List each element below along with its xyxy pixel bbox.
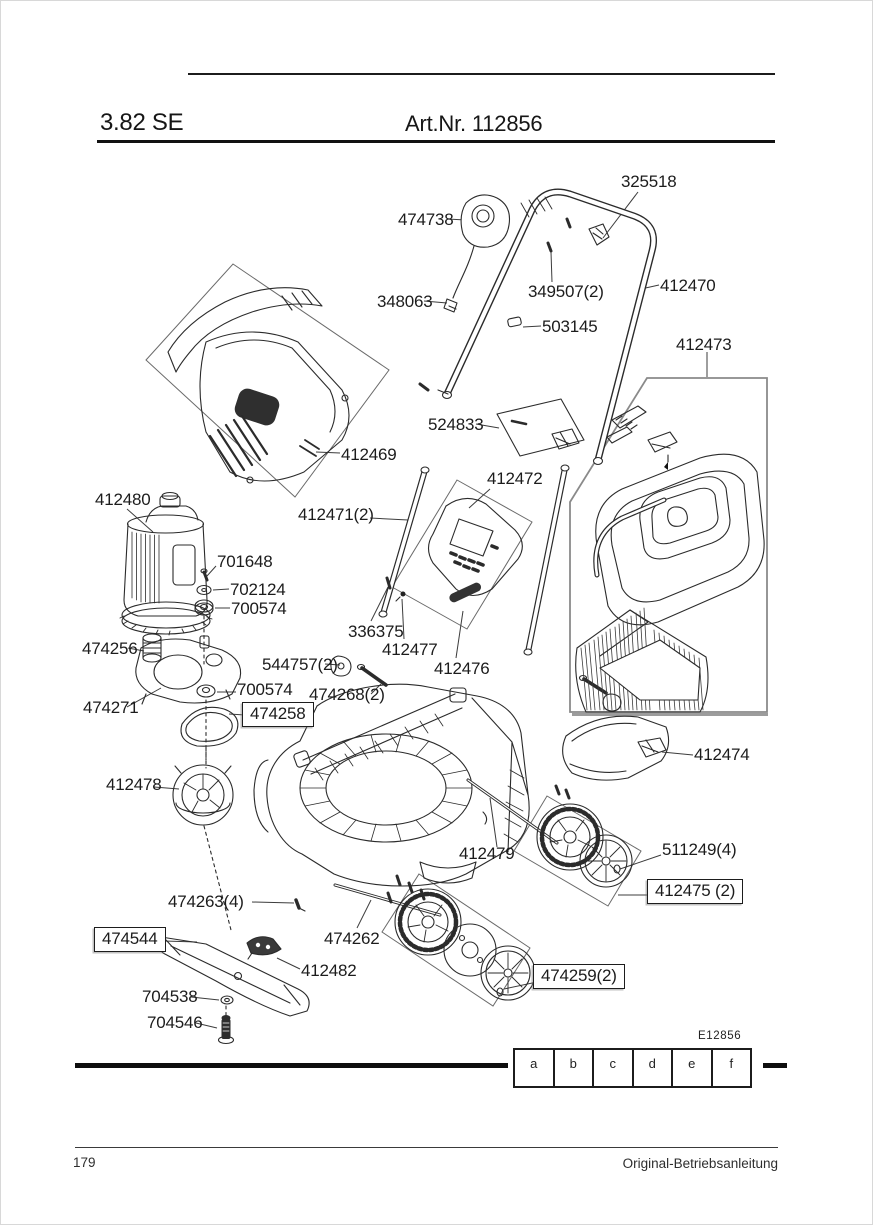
footer-rule bbox=[75, 1147, 778, 1149]
legend-cell-c: c bbox=[594, 1050, 634, 1086]
page-number: 179 bbox=[73, 1155, 96, 1170]
header-rule bbox=[97, 140, 775, 144]
leader-lines bbox=[126, 191, 708, 1029]
diagram-code: E12856 bbox=[698, 1030, 742, 1042]
chassis-art bbox=[253, 655, 622, 917]
legend-cell-f: f bbox=[729, 1056, 734, 1071]
handlebar-art bbox=[378, 188, 657, 656]
rear-wheel-art bbox=[536, 784, 633, 888]
group-outlines bbox=[145, 263, 642, 1007]
top-rule bbox=[188, 73, 775, 75]
console-art bbox=[385, 497, 523, 603]
front-wheel-art bbox=[386, 874, 536, 1001]
blade-art bbox=[157, 936, 310, 1045]
footer-label: Original-Betriebsanleitung bbox=[622, 1156, 778, 1171]
bottom-rule-left bbox=[75, 1063, 508, 1068]
legend-cell-d: d bbox=[634, 1050, 673, 1086]
hood-art bbox=[167, 287, 350, 484]
model-title: 3.82 SE bbox=[100, 109, 184, 136]
legend-cell-e: e bbox=[673, 1050, 713, 1086]
motor-art bbox=[119, 491, 242, 931]
legend-cell-a: a bbox=[515, 1050, 555, 1086]
article-number: Art.Nr. 112856 bbox=[405, 111, 543, 136]
legend-cell-b: b bbox=[555, 1050, 594, 1086]
grassbox-art bbox=[575, 405, 765, 713]
bottom-rule-right bbox=[763, 1063, 787, 1068]
diagram-art bbox=[119, 188, 765, 1045]
deflector-art bbox=[562, 715, 670, 781]
